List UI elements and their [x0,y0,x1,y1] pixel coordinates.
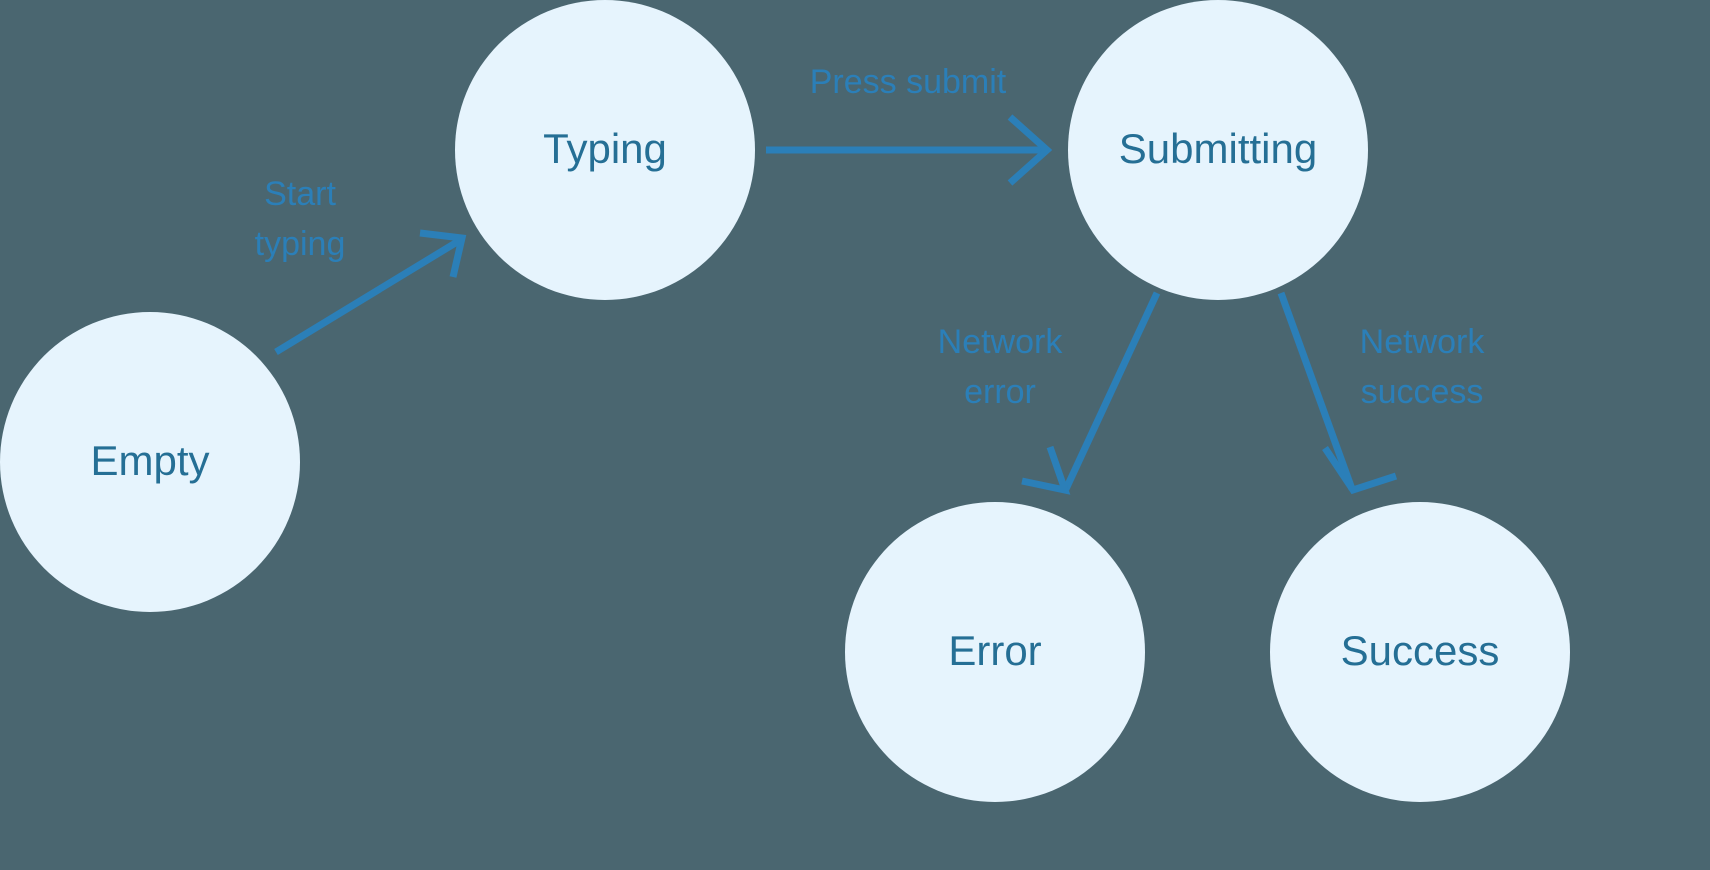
state-node-submitting-circle[interactable] [1068,0,1368,300]
edge-label-network-success-line2: success [1361,373,1484,411]
state-node-error-circle[interactable] [845,502,1145,802]
edge-empty-to-typing-arrowhead [419,229,467,278]
state-node-error[interactable]: Error [845,502,1145,802]
state-node-empty-label: Empty [90,437,209,484]
edge-submitting-to-success [1277,291,1398,495]
state-node-success-circle[interactable] [1270,502,1570,802]
state-node-success[interactable]: Success [1270,502,1570,802]
edge-label-press-submit: Press submit [810,63,1007,101]
edge-submitting-to-error-line [1062,291,1161,491]
edge-label-network-success-line1: Network [1360,323,1486,361]
edge-typing-to-submitting-arrowhead [1007,114,1053,186]
edge-empty-to-typing-line [274,236,464,355]
edge-label-press-submit-line1: Press submit [810,63,1007,101]
edge-typing-to-submitting [766,114,1053,186]
state-node-submitting[interactable]: Submitting [1068,0,1368,300]
edge-submitting-to-success-line [1277,291,1356,491]
edge-label-network-error-line1: Network [938,323,1064,361]
state-node-error-label: Error [948,627,1041,674]
edge-label-start-typing-line1: Start [264,175,336,213]
state-node-success-label: Success [1341,627,1500,674]
state-node-empty-circle[interactable] [0,312,300,612]
edge-submitting-to-success-arrowhead [1322,446,1398,495]
edge-label-network-error: Network error [938,323,1064,411]
state-node-typing-circle[interactable] [455,0,755,300]
edge-empty-to-typing [274,229,467,355]
state-node-typing-label: Typing [543,125,667,172]
edge-label-start-typing: Start typing [255,175,346,263]
state-node-submitting-label: Submitting [1119,125,1317,172]
state-node-typing[interactable]: Typing [455,0,755,300]
edge-submitting-to-error [1021,291,1161,495]
edge-submitting-to-error-arrowhead [1021,445,1071,495]
edge-label-network-error-line2: error [964,373,1036,411]
edge-label-start-typing-line2: typing [255,225,346,263]
state-node-empty[interactable]: Empty [0,312,300,612]
edge-label-network-success: Network success [1360,323,1486,411]
